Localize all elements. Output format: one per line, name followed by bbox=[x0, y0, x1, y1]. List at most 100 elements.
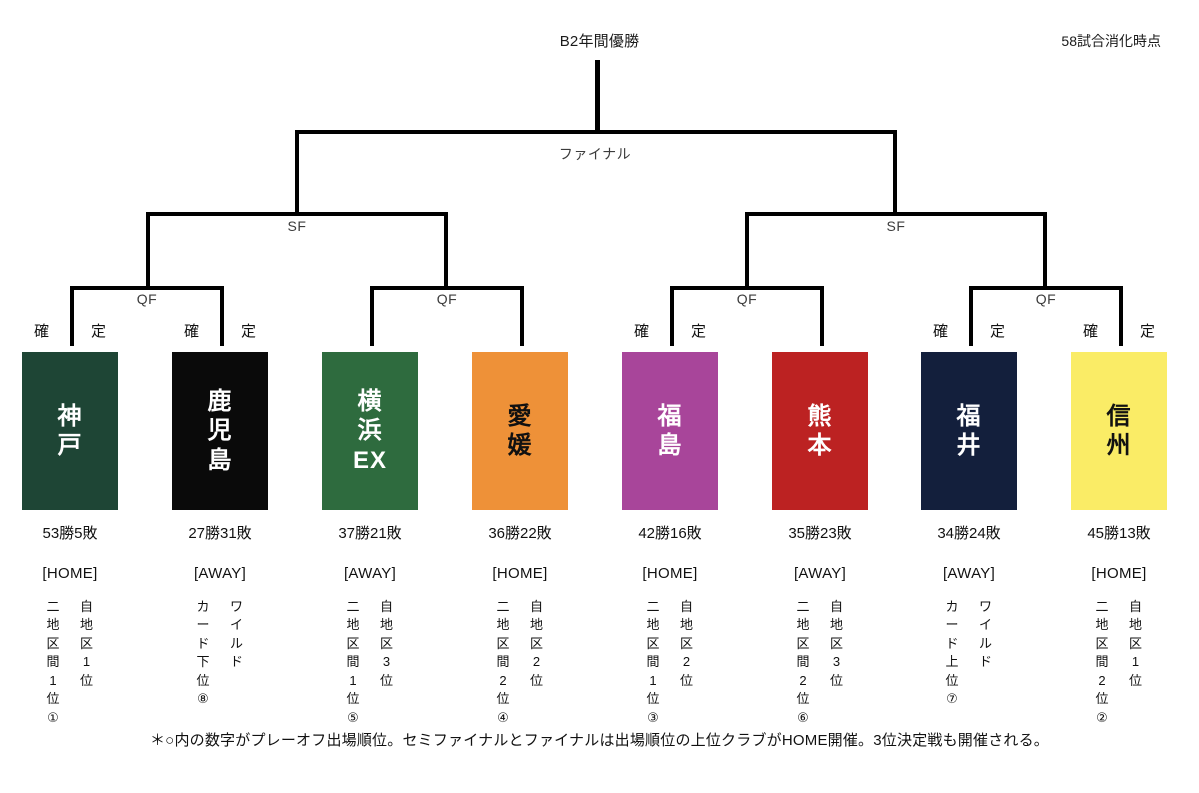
team-venue: [HOME] bbox=[642, 565, 698, 582]
team-name: 熊 本 bbox=[807, 402, 833, 459]
qf4-drop-1 bbox=[969, 286, 973, 346]
seed-note-primary: カ ー ド 上 位 ⑦ bbox=[945, 599, 959, 707]
team-column[interactable]: 愛 媛 36勝22敗 [HOME] 自 地 区 2 位 二 地 区 間 2 位 ④ bbox=[472, 322, 568, 727]
sf-left-connector bbox=[146, 212, 448, 216]
qf2-connector bbox=[370, 286, 524, 290]
final-drop-left bbox=[295, 130, 299, 214]
team-column[interactable]: 横 浜 EX 37勝21敗 [AWAY] 自 地 区 3 位 二 地 区 間 1 位 ⑤ bbox=[322, 322, 418, 727]
team-seed-notes: 自 地 区 2 位二 地 区 間 1 位 ③ bbox=[622, 598, 718, 727]
champion-stem bbox=[595, 60, 600, 132]
team-seed-notes: ワ イ ル ドカ ー ド 下 位 ⑧ bbox=[172, 598, 268, 709]
team-seed-notes: 自 地 区 1 位 二 地 区 間 1 位 ① bbox=[22, 598, 118, 727]
team-record: 35勝23敗 bbox=[788, 525, 852, 542]
seed-note-secondary: 自 地 区 3 位 bbox=[830, 599, 844, 688]
team-box[interactable]: 信 州 bbox=[1071, 352, 1167, 510]
qf3-connector bbox=[670, 286, 824, 290]
seed-note-secondary: 自 地 区 3 位 bbox=[380, 599, 394, 688]
team-name: 信 州 bbox=[1106, 402, 1132, 459]
team-venue: [AWAY] bbox=[942, 565, 996, 582]
team-venue: [AWAY] bbox=[193, 565, 247, 582]
team-record: 42勝16敗 bbox=[638, 525, 702, 542]
team-seed-notes: ワ イ ル ド カ ー ド 上 位 ⑦ bbox=[921, 598, 1017, 709]
sf-left-drop-2 bbox=[444, 212, 448, 288]
team-seed-notes: 自 地 区 1 位 二 地 区 間 2 位 ② bbox=[1071, 598, 1167, 727]
team-record: 34勝24敗 bbox=[937, 525, 1001, 542]
team-box[interactable]: 熊 本 bbox=[772, 352, 868, 510]
seed-note-secondary: 自 地 区 2 位 bbox=[530, 599, 544, 688]
sf-left-drop-1 bbox=[146, 212, 150, 288]
confirm-right-char: 定 bbox=[690, 323, 706, 340]
seed-note-primary: 二 地 区 間 1 位 ① bbox=[46, 599, 60, 725]
team-box[interactable]: 鹿 児 島 bbox=[172, 352, 268, 510]
team-venue: [HOME] bbox=[492, 565, 548, 582]
confirmation-badge: 確定 bbox=[22, 322, 118, 348]
round-label-qf-3: QF bbox=[736, 291, 758, 307]
team-record: 27勝31敗 bbox=[188, 525, 252, 542]
team-record: 37勝21敗 bbox=[338, 525, 402, 542]
confirmation-badge: 確定 bbox=[622, 322, 718, 348]
round-label-final: ファイナル bbox=[558, 146, 632, 162]
confirm-left-char: 確 bbox=[184, 323, 200, 340]
seed-note-primary: 二 地 区 間 2 位 ④ bbox=[496, 599, 510, 725]
qf3-drop-2 bbox=[820, 286, 824, 346]
sf-right-drop-2 bbox=[1043, 212, 1047, 288]
confirm-right-char: 定 bbox=[989, 323, 1005, 340]
round-label-qf-4: QF bbox=[1035, 291, 1057, 307]
confirmation-badge bbox=[322, 322, 418, 348]
team-seed-notes: 自 地 区 3 位 二 地 区 間 1 位 ⑤ bbox=[322, 598, 418, 727]
team-seed-notes: 自 地 区 2 位 二 地 区 間 2 位 ④ bbox=[472, 598, 568, 727]
seed-note-secondary: 自 地 区 2 位 bbox=[680, 599, 694, 688]
qf2-drop-2 bbox=[520, 286, 524, 346]
seed-note-secondary: ワ イ ル ド bbox=[979, 599, 993, 670]
round-label-sf-right: SF bbox=[886, 218, 906, 234]
team-box[interactable]: 神 戸 bbox=[22, 352, 118, 510]
confirm-left-char: 確 bbox=[1083, 323, 1099, 340]
qf1-connector bbox=[70, 286, 224, 290]
sf-right-connector bbox=[745, 212, 1047, 216]
team-seed-notes: 自 地 区 3 位二 地 区 間 2 位 ⑥ bbox=[772, 598, 868, 727]
qf3-drop-1 bbox=[670, 286, 674, 346]
team-box[interactable]: 愛 媛 bbox=[472, 352, 568, 510]
team-name: 福 井 bbox=[956, 402, 982, 459]
team-venue: [AWAY] bbox=[343, 565, 397, 582]
team-column[interactable]: 確 定信 州 45勝13敗 [HOME] 自 地 区 1 位 二 地 区 間 2 位 ② bbox=[1071, 322, 1167, 727]
confirm-left-char: 確 bbox=[34, 323, 50, 340]
team-box[interactable]: 福 井 bbox=[921, 352, 1017, 510]
team-name: 鹿 児 島 bbox=[207, 388, 233, 474]
seed-note-secondary: 自 地 区 1 位 bbox=[80, 599, 94, 688]
qf2-drop-1 bbox=[370, 286, 374, 346]
team-record: 45勝13敗 bbox=[1087, 525, 1151, 542]
confirm-left-char: 確 bbox=[634, 323, 650, 340]
team-name: 福 島 bbox=[657, 402, 683, 459]
confirmation-badge bbox=[472, 322, 568, 348]
seed-note-secondary: 自 地 区 1 位 bbox=[1129, 599, 1143, 688]
final-drop-right bbox=[893, 130, 897, 214]
team-venue: [HOME] bbox=[42, 565, 98, 582]
round-label-sf-left: SF bbox=[287, 218, 307, 234]
team-box[interactable]: 福 島 bbox=[622, 352, 718, 510]
seed-note-primary: 二 地 区 間 1 位 ⑤ bbox=[346, 599, 360, 725]
seed-note-primary: 二 地 区 間 2 位 ② bbox=[1095, 599, 1109, 725]
team-venue: [HOME] bbox=[1091, 565, 1147, 582]
qf4-drop-2 bbox=[1119, 286, 1123, 346]
confirm-right-char: 定 bbox=[90, 323, 106, 340]
qf1-drop-2 bbox=[220, 286, 224, 346]
sf-right-drop-1 bbox=[745, 212, 749, 288]
team-record: 36勝22敗 bbox=[488, 525, 552, 542]
seed-note-secondary: ワ イ ル ド bbox=[230, 599, 244, 670]
page-title: B2年間優勝 bbox=[559, 33, 640, 50]
footnote: ＊○内の数字がプレーオフ出場順位。セミファイナルとファイナルは出場順位の上位クラ… bbox=[149, 732, 1049, 749]
team-name: 横 浜 EX bbox=[352, 388, 387, 474]
confirm-right-char: 定 bbox=[1139, 323, 1155, 340]
round-label-qf-2: QF bbox=[436, 291, 458, 307]
team-record: 53勝5敗 bbox=[42, 525, 98, 542]
team-name: 愛 媛 bbox=[507, 402, 533, 459]
qf4-connector bbox=[969, 286, 1123, 290]
team-box[interactable]: 横 浜 EX bbox=[322, 352, 418, 510]
